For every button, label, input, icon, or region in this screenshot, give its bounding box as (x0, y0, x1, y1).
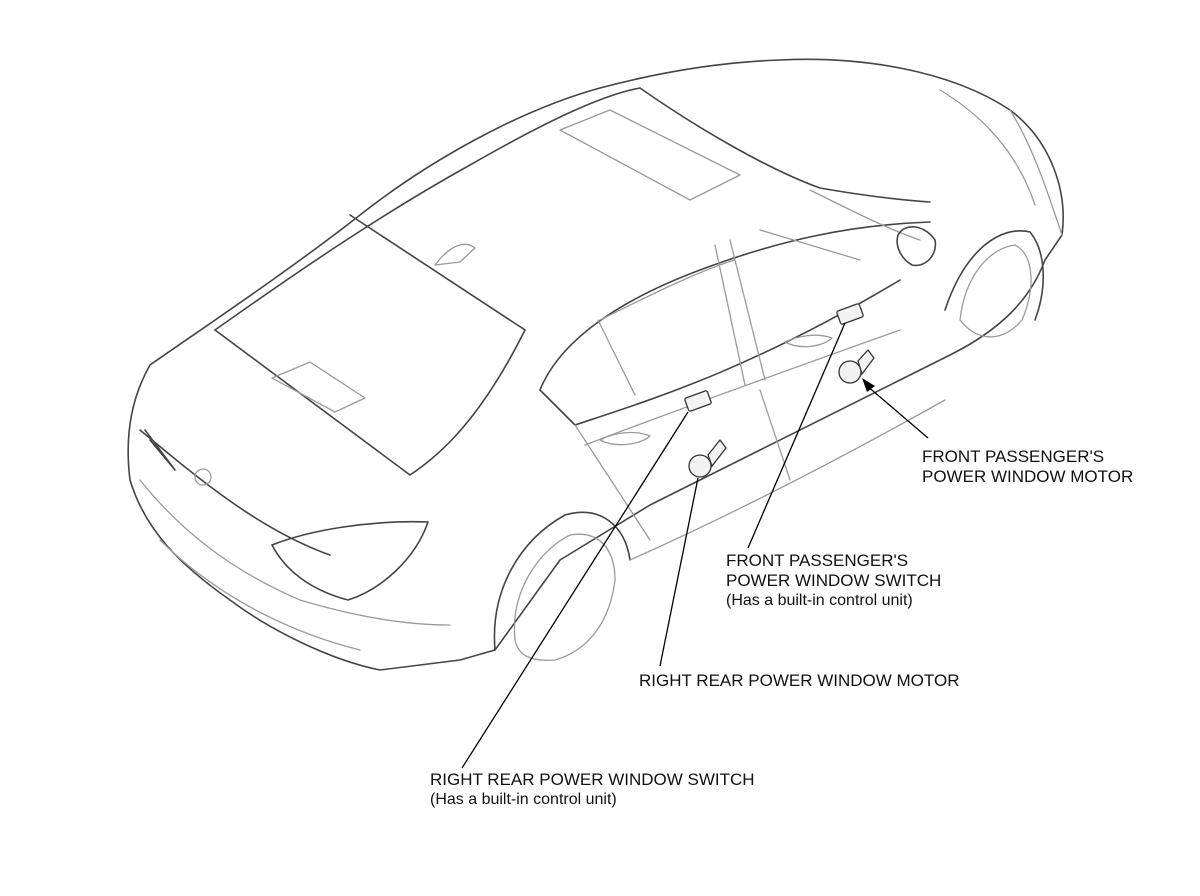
rear-motor-shape (688, 438, 727, 478)
callout-rear-motor: RIGHT REAR POWER WINDOW MOTOR (639, 671, 959, 691)
callout-front-motor-line1: FRONT PASSENGER'S (922, 447, 1105, 466)
arrow-front-motor (862, 378, 875, 392)
callout-rear-switch-note: (Has a built-in control unit) (430, 791, 617, 808)
leader-front-switch (747, 322, 846, 549)
leader-rear-switch (461, 411, 689, 769)
car-body-outline (127, 58, 1064, 671)
callout-front-motor: FRONT PASSENGER'S POWER WINDOW MOTOR (922, 447, 1133, 487)
callout-rear-switch-line1: RIGHT REAR POWER WINDOW SWITCH (430, 770, 755, 789)
rear-switch-shape (684, 390, 712, 412)
callout-front-switch-line1: FRONT PASSENGER'S (726, 551, 909, 570)
leader-front-motor (865, 384, 929, 439)
callout-rear-motor-line1: RIGHT REAR POWER WINDOW MOTOR (639, 671, 960, 690)
callout-front-switch-note: (Has a built-in control unit) (726, 592, 913, 609)
leader-rear-motor (659, 477, 699, 667)
front-switch-shape (836, 303, 864, 325)
callout-rear-switch: RIGHT REAR POWER WINDOW SWITCH (Has a bu… (430, 770, 755, 810)
window-components (684, 303, 875, 478)
callout-front-switch: FRONT PASSENGER'S POWER WINDOW SWITCH (H… (726, 551, 941, 611)
callout-front-motor-line2: POWER WINDOW MOTOR (922, 467, 1134, 486)
callout-front-switch-line2: POWER WINDOW SWITCH (726, 571, 942, 590)
front-motor-shape (838, 348, 875, 384)
leader-lines (461, 322, 929, 769)
